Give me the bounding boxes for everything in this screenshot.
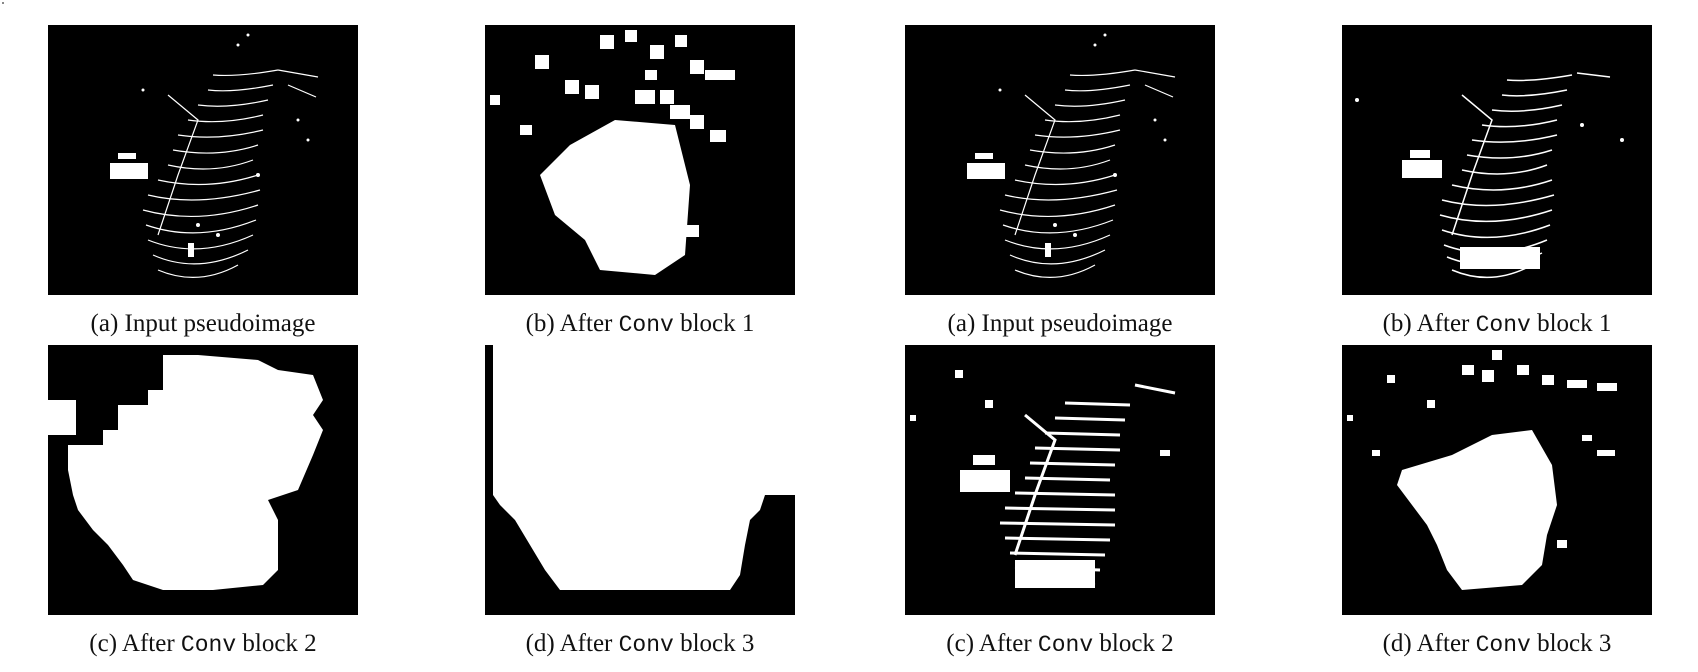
caption-text-suffix: block 1 bbox=[1530, 310, 1612, 337]
caption-text: (d) After bbox=[525, 630, 619, 657]
right-panel-c-conv-block-2 bbox=[905, 345, 1215, 615]
left-panel-a-input-pseudoimage bbox=[48, 25, 358, 295]
feature-map-pixelated bbox=[910, 370, 1176, 588]
left-caption-b: (b) After Conv block 1 bbox=[470, 310, 810, 338]
caption-code: Conv bbox=[1037, 632, 1094, 658]
caption-text: (c) After bbox=[946, 630, 1038, 657]
feature-map-blobs bbox=[490, 30, 735, 275]
left-panel-c-conv-block-2 bbox=[48, 345, 358, 615]
caption-code: Conv bbox=[618, 632, 674, 658]
right-panel-b-conv-block-1 bbox=[1342, 25, 1652, 295]
left-panel-b-conv-block-1 bbox=[485, 25, 795, 295]
caption-text: (c) After bbox=[89, 630, 181, 657]
lidar-sparse-image bbox=[967, 33, 1176, 278]
caption-text: (a) Input pseudoimage bbox=[947, 310, 1173, 337]
right-caption-d: (d) After Conv block 3 bbox=[1327, 630, 1667, 658]
caption-text: (b) After bbox=[1382, 310, 1476, 337]
caption-text-suffix: block 2 bbox=[1093, 630, 1174, 657]
caption-text-suffix: block 2 bbox=[236, 630, 317, 657]
left-panel-d-conv-block-3 bbox=[485, 345, 795, 615]
right-panel-a-input-pseudoimage bbox=[905, 25, 1215, 295]
right-caption-a: (a) Input pseudoimage bbox=[890, 310, 1230, 338]
caption-text-suffix: block 3 bbox=[673, 630, 755, 657]
feature-map-blocky bbox=[1347, 350, 1617, 590]
right-caption-b: (b) After Conv block 1 bbox=[1327, 310, 1667, 338]
corner-mark bbox=[2, 2, 4, 4]
lidar-sparse-image bbox=[110, 33, 319, 278]
lidar-sparse-feature bbox=[1355, 72, 1624, 279]
caption-code: Conv bbox=[1475, 312, 1531, 338]
feature-map-blob bbox=[48, 355, 323, 590]
caption-code: Conv bbox=[1475, 632, 1531, 658]
caption-text: (d) After bbox=[1382, 630, 1476, 657]
caption-text-suffix: block 1 bbox=[673, 310, 755, 337]
left-caption-d: (d) After Conv block 3 bbox=[470, 630, 810, 658]
right-panel-d-conv-block-3 bbox=[1342, 345, 1652, 615]
caption-text-suffix: block 3 bbox=[1530, 630, 1612, 657]
caption-code: Conv bbox=[618, 312, 674, 338]
feature-map-fill bbox=[493, 345, 795, 590]
caption-text: (b) After bbox=[525, 310, 619, 337]
caption-code: Conv bbox=[180, 632, 237, 658]
left-caption-c: (c) After Conv block 2 bbox=[33, 630, 373, 658]
left-caption-a: (a) Input pseudoimage bbox=[33, 310, 373, 338]
caption-text: (a) Input pseudoimage bbox=[90, 310, 316, 337]
right-caption-c: (c) After Conv block 2 bbox=[890, 630, 1230, 658]
